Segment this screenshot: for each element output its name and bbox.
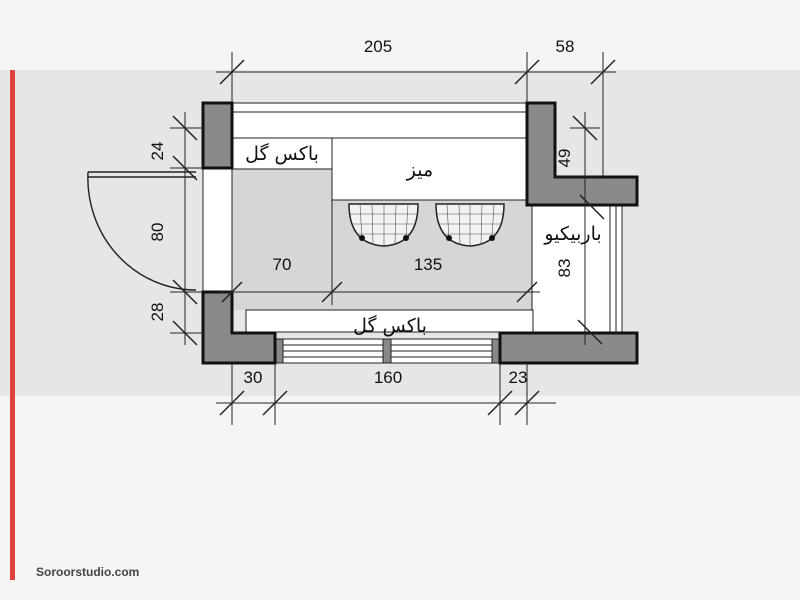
dim-bottom-left: 30	[244, 368, 263, 387]
flower-box-bottom	[245, 309, 534, 333]
barbecue-area	[531, 204, 623, 333]
barbecue-side-lines	[609, 205, 623, 332]
dimension-lines	[170, 52, 616, 425]
door-swing	[87, 171, 197, 291]
dim-left-lower: 28	[148, 303, 167, 322]
dim-left-upper: 24	[148, 142, 167, 161]
door-frame	[202, 167, 233, 293]
dim-inner-middle: 135	[414, 255, 442, 274]
dim-right-upper: 49	[555, 149, 574, 168]
barbecue-label: باربیکیو	[543, 223, 601, 245]
window-strip	[274, 338, 501, 364]
top-strip	[231, 102, 528, 139]
site-footer: Soroorstudio.com	[36, 565, 140, 579]
table	[331, 137, 528, 201]
chair-right	[435, 203, 505, 247]
dim-inner-left: 70	[273, 255, 292, 274]
table-label: میز	[406, 159, 433, 181]
chair-left	[348, 203, 419, 247]
dim-left-door: 80	[148, 223, 167, 242]
dim-top-width: 205	[364, 37, 392, 56]
dim-right-lower: 83	[555, 259, 574, 278]
flower-box-top-label: باکس گل	[245, 142, 319, 165]
flower-box-bottom-label: باکس گل	[353, 314, 427, 337]
dim-bottom-right: 23	[509, 368, 528, 387]
dim-top-right: 58	[556, 37, 575, 56]
accent-line	[10, 70, 15, 580]
walls	[201, 101, 639, 365]
dim-bottom-window: 160	[374, 368, 402, 387]
